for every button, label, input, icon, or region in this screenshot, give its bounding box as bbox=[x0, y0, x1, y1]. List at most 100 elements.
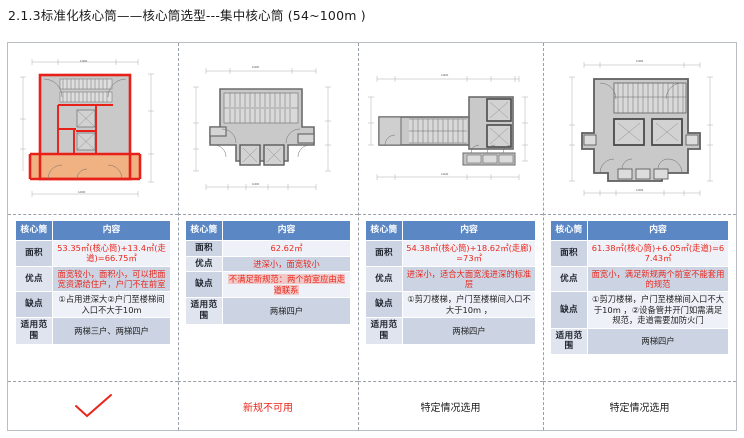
row-value-area: 62.62㎡ bbox=[222, 239, 351, 257]
row-value-cons: ①剪刀楼梯，户门至楼梯间入口不大于10m ， bbox=[402, 291, 536, 319]
header-core-label: 核心筒 bbox=[15, 220, 53, 241]
row-value-scope: 两梯四户 bbox=[222, 297, 351, 325]
svg-text:14100: 14100 bbox=[441, 172, 449, 176]
table-row-cons: 缺点 ①剪刀楼梯，户门至楼梯间入口不大于10m ，②设备管井开门如需满足规范，走… bbox=[550, 291, 729, 329]
table-row-scope: 适用范围 两梯三户、两梯四户 bbox=[15, 317, 171, 345]
svg-text:11000: 11000 bbox=[252, 182, 260, 186]
panel-2-divider-top bbox=[178, 214, 358, 215]
panel-2-plan-area: 11000 11000 bbox=[178, 43, 358, 214]
row-label-pros: 优点 bbox=[550, 265, 588, 293]
table-row-area: 面积 61.38㎡(核心筒)+6.05㎡(走道)=67.43㎡ bbox=[550, 239, 729, 267]
row-label-pros: 优点 bbox=[365, 265, 403, 293]
row-value-cons: 不满足新规范：两个前室应由走道联系 bbox=[222, 271, 351, 299]
header-core-label: 核心筒 bbox=[185, 220, 223, 241]
page-title: 2.1.3标准化核心筒——核心筒选型---集中核心筒 (54~100m ) bbox=[8, 8, 366, 23]
panel-4-table-area: 核心筒 内容 面积 61.38㎡(核心筒)+6.05㎡(走道)=67.43㎡ 优… bbox=[543, 214, 736, 382]
row-value-cons: ①占用进深大②户门至楼梯间入口不大于10m bbox=[52, 291, 171, 319]
spec-table: 核心筒 内容 面积 62.62㎡ 优点 进深小，面宽较小 缺点 不满足新规范：两… bbox=[185, 220, 351, 325]
table-row-cons: 缺点 ①剪刀楼梯，户门至楼梯间入口不大于10m ， bbox=[365, 291, 536, 319]
column-divider-3 bbox=[543, 43, 544, 430]
spec-table: 核心筒 内容 面积 53.35㎡(核心筒)+13.4㎡(走道)=66.75㎡ 优… bbox=[15, 220, 171, 345]
row-value-cons: ①剪刀楼梯，户门至楼梯间入口不大于10m ，②设备管井开门如需满足规范，走道需要… bbox=[587, 291, 729, 329]
panel-2-table-area: 核心筒 内容 面积 62.62㎡ 优点 进深小，面宽较小 缺点 不满足新规范：两… bbox=[178, 214, 358, 382]
panel-3-table-area: 核心筒 内容 面积 54.38㎡(核心筒)+18.62㎡(走廊)=73㎡ 优点 … bbox=[358, 214, 543, 382]
table-header-row: 核心筒 内容 bbox=[365, 220, 536, 241]
panel-1-footer bbox=[8, 382, 178, 430]
row-label-pros: 优点 bbox=[15, 265, 53, 293]
row-label-pros: 优点 bbox=[185, 255, 223, 273]
panel-3-footer: 特定情况选用 bbox=[358, 382, 543, 430]
row-label-scope: 适用范围 bbox=[185, 297, 223, 325]
row-value-scope: 两梯四户 bbox=[402, 317, 536, 345]
panel-columns: 12000 12000 核心筒 内容 面积 53.35㎡(核心筒)+13.4㎡(走… bbox=[8, 43, 736, 430]
row-value-area: 61.38㎡(核心筒)+6.05㎡(走道)=67.43㎡ bbox=[587, 239, 729, 267]
table-header-row: 核心筒 内容 bbox=[550, 220, 729, 241]
panel-4-divider-bottom bbox=[543, 381, 736, 382]
row-value-pros: 面宽较小，面积小，可以把面宽资源给住户，户门不在前室 bbox=[52, 265, 171, 293]
header-content-label: 内容 bbox=[402, 220, 536, 241]
table-row-pros: 优点 面宽小，满足新规两个前室不能套用的规范 bbox=[550, 265, 729, 293]
table-row-cons: 缺点 不满足新规范：两个前室应由走道联系 bbox=[185, 271, 351, 299]
red-check-icon bbox=[75, 394, 112, 418]
table-row-pros: 优点 进深小，面宽较小 bbox=[185, 255, 351, 273]
column-divider-1 bbox=[178, 43, 179, 430]
table-row-pros: 优点 面宽较小，面积小，可以把面宽资源给住户，户门不在前室 bbox=[15, 265, 171, 293]
row-label-area: 面积 bbox=[365, 239, 403, 267]
row-label-scope: 适用范围 bbox=[550, 327, 588, 355]
cons-highlight-text: 不满足新规范：两个前室应由走道联系 bbox=[227, 274, 346, 295]
column-divider-2 bbox=[358, 43, 359, 430]
row-label-scope: 适用范围 bbox=[15, 317, 53, 345]
panel-1-divider-top bbox=[8, 214, 178, 215]
row-value-area: 54.38㎡(核心筒)+18.62㎡(走廊)=73㎡ bbox=[402, 239, 536, 267]
row-value-area: 53.35㎡(核心筒)+13.4㎡(走道)=66.75㎡ bbox=[52, 239, 171, 267]
panel-3-plan-area: 14400 14100 bbox=[358, 43, 543, 214]
table-header-row: 核心筒 内容 bbox=[15, 220, 171, 241]
header-core-label: 核心筒 bbox=[365, 220, 403, 241]
panel-4-divider-top bbox=[543, 214, 736, 215]
row-value-pros: 进深小，适合大面宽浅进深的标准层 bbox=[402, 265, 536, 293]
panel-2-footer: 新规不可用 bbox=[178, 382, 358, 430]
row-label-cons: 缺点 bbox=[550, 291, 588, 329]
row-label-scope: 适用范围 bbox=[365, 317, 403, 345]
svg-text:14400: 14400 bbox=[441, 73, 449, 77]
svg-text:12000: 12000 bbox=[636, 188, 644, 192]
table-row-cons: 缺点 ①占用进深大②户门至楼梯间入口不大于10m bbox=[15, 291, 171, 319]
plan-drawing-linear-corridor: 14400 14100 bbox=[367, 73, 528, 180]
row-label-cons: 缺点 bbox=[365, 291, 403, 319]
table-header-row: 核心筒 内容 bbox=[185, 220, 351, 241]
row-label-area: 面积 bbox=[185, 239, 223, 257]
svg-text:12000: 12000 bbox=[80, 59, 88, 63]
plan-drawing-red-core: 12000 12000 bbox=[20, 58, 154, 197]
header-content-label: 内容 bbox=[52, 220, 171, 241]
panel-3: 14400 14100 核心筒 内容 面积 54.38㎡(核心筒)+18.62㎡(… bbox=[358, 43, 543, 430]
panel-1-table-area: 核心筒 内容 面积 53.35㎡(核心筒)+13.4㎡(走道)=66.75㎡ 优… bbox=[8, 214, 178, 382]
row-value-scope: 两梯三户、两梯四户 bbox=[52, 317, 171, 345]
row-label-area: 面积 bbox=[550, 239, 588, 267]
spec-table: 核心筒 内容 面积 61.38㎡(核心筒)+6.05㎡(走道)=67.43㎡ 优… bbox=[550, 220, 729, 355]
panel-2-footer-label: 新规不可用 bbox=[243, 402, 293, 414]
plan-drawing-gray-symmetric: 11000 11000 bbox=[193, 65, 331, 190]
svg-text:11000: 11000 bbox=[252, 65, 260, 69]
row-label-area: 面积 bbox=[15, 239, 53, 267]
table-row-area: 面积 53.35㎡(核心筒)+13.4㎡(走道)=66.75㎡ bbox=[15, 239, 171, 267]
table-row-scope: 适用范围 两梯四户 bbox=[550, 327, 729, 355]
table-row-scope: 适用范围 两梯四户 bbox=[185, 297, 351, 325]
table-row-pros: 优点 进深小，适合大面宽浅进深的标准层 bbox=[365, 265, 536, 293]
table-row-scope: 适用范围 两梯四户 bbox=[365, 317, 536, 345]
panel-1-plan-area: 12000 12000 bbox=[8, 43, 178, 214]
svg-text:12000: 12000 bbox=[78, 190, 86, 194]
row-value-scope: 两梯四户 bbox=[587, 327, 729, 355]
panel-4-footer-label: 特定情况选用 bbox=[609, 402, 670, 414]
header-content-label: 内容 bbox=[222, 220, 351, 241]
row-label-cons: 缺点 bbox=[185, 271, 223, 299]
header-core-label: 核心筒 bbox=[550, 220, 588, 241]
row-label-cons: 缺点 bbox=[15, 291, 53, 319]
spec-table: 核心筒 内容 面积 54.38㎡(核心筒)+18.62㎡(走廊)=73㎡ 优点 … bbox=[365, 220, 536, 345]
content-board: 12000 12000 核心筒 内容 面积 53.35㎡(核心筒)+13.4㎡(走… bbox=[7, 42, 737, 431]
header-content-label: 内容 bbox=[587, 220, 729, 241]
panel-2-divider-bottom bbox=[178, 381, 358, 382]
row-value-pros: 进深小，面宽较小 bbox=[222, 255, 351, 273]
panel-3-footer-label: 特定情况选用 bbox=[420, 402, 481, 414]
